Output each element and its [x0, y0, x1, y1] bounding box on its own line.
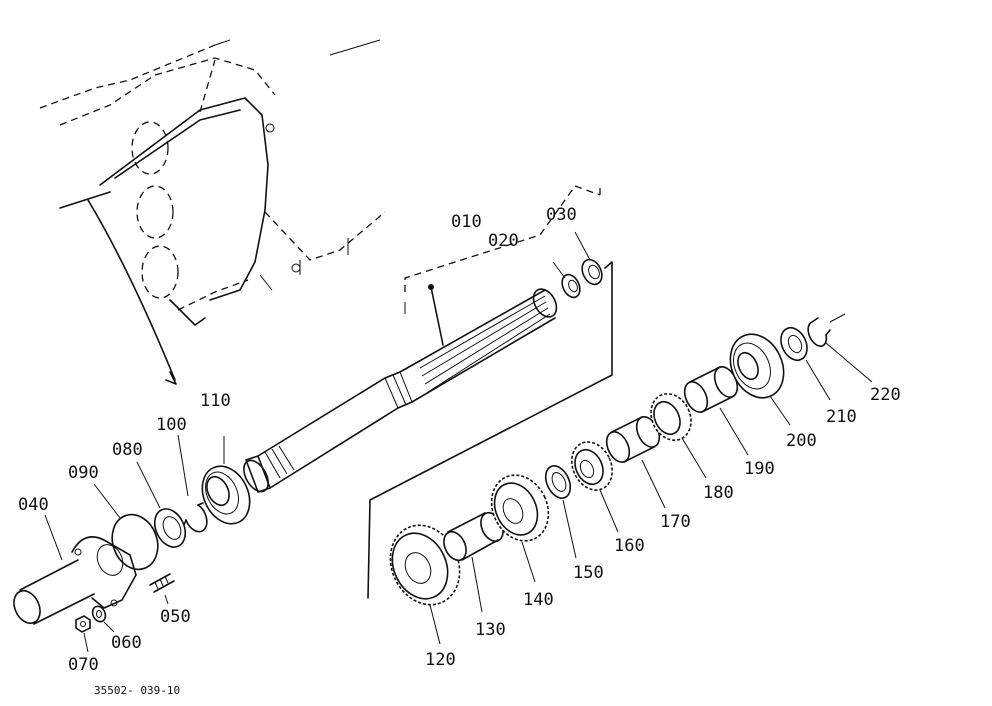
- shaft-assembly-bracket: [404, 185, 601, 314]
- label-160: 160: [614, 536, 645, 556]
- label-070: 070: [68, 655, 99, 675]
- gear-140: [490, 474, 550, 583]
- label-180: 180: [703, 483, 734, 503]
- o-ring-090: [93, 483, 159, 571]
- gear-120: [389, 524, 461, 645]
- label-010: 010: [451, 212, 482, 232]
- seal-080: [136, 461, 187, 548]
- washer-060: [91, 605, 115, 633]
- label-030: 030: [546, 205, 577, 225]
- stud-050: [149, 573, 175, 605]
- label-040: 040: [18, 495, 49, 515]
- part-labels: 010 020 030 040 050 060 070 080 090 100 …: [18, 205, 901, 675]
- label-170: 170: [660, 512, 691, 532]
- label-200: 200: [786, 431, 817, 451]
- nut-070: [75, 615, 91, 653]
- label-050: 050: [160, 607, 191, 627]
- snap-ring-220: [807, 313, 873, 383]
- label-100: 100: [156, 415, 187, 435]
- transmission-case: [39, 39, 386, 385]
- main-shaft: [243, 284, 558, 493]
- label-080: 080: [112, 440, 143, 460]
- washer-150: [544, 465, 577, 559]
- label-210: 210: [826, 407, 857, 427]
- label-060: 060: [111, 633, 142, 653]
- sleeve-190: [683, 366, 749, 456]
- bushing-030: [574, 231, 603, 286]
- label-120: 120: [425, 650, 456, 670]
- gear-cluster-bracket: [367, 261, 613, 599]
- label-140: 140: [523, 590, 554, 610]
- label-190: 190: [744, 459, 775, 479]
- bearing-110: [201, 436, 251, 525]
- label-020: 020: [488, 231, 519, 251]
- gear-160: [570, 441, 619, 533]
- gear-180: [650, 393, 707, 479]
- label-150: 150: [573, 563, 604, 583]
- label-110: 110: [200, 391, 231, 411]
- label-130: 130: [475, 620, 506, 640]
- label-090: 090: [68, 463, 99, 483]
- cover-tube-040: [13, 514, 137, 625]
- sleeve-170: [605, 416, 666, 509]
- drawing-code: 35502- 039-10: [94, 684, 180, 697]
- collar-020: [552, 261, 581, 299]
- washer-210: [780, 326, 831, 401]
- label-220: 220: [870, 385, 901, 405]
- bearing-200: [729, 333, 791, 426]
